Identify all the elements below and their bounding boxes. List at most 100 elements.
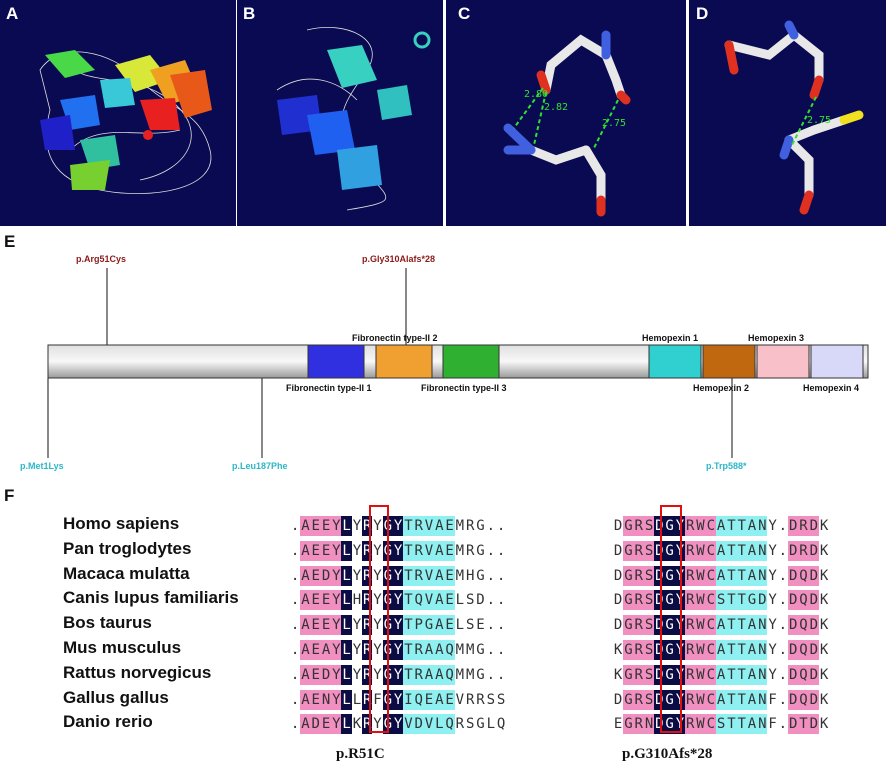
residue: F — [767, 689, 778, 710]
residue: D — [613, 565, 624, 586]
residue: A — [434, 689, 445, 710]
residue: . — [290, 664, 301, 685]
residue: S — [485, 689, 496, 710]
residue: R — [413, 516, 424, 536]
residue: I — [403, 689, 414, 710]
residue: L — [341, 590, 352, 611]
residue: D — [788, 714, 799, 735]
residue: T — [403, 664, 414, 685]
residue: E — [320, 590, 332, 611]
residue: S — [465, 615, 476, 636]
residue: R — [465, 540, 476, 561]
domain-label: Fibronectin type-II 3 — [421, 383, 507, 393]
residue: D — [320, 565, 332, 586]
residue: G — [664, 640, 675, 660]
residue: L — [341, 664, 352, 685]
residue: R — [685, 640, 696, 660]
residue: N — [757, 516, 768, 536]
residue: A — [715, 516, 727, 536]
residue: Y — [392, 565, 404, 586]
residue: N — [757, 714, 768, 735]
residue: D — [654, 689, 665, 710]
distance-label: 2.80 — [524, 89, 548, 100]
mutant-ribbon-model — [276, 27, 431, 211]
panel-label-c: C — [458, 4, 471, 23]
residue: R — [454, 714, 466, 735]
residue: E — [320, 540, 332, 561]
residue: D — [613, 516, 624, 536]
residue: D — [808, 714, 819, 735]
residue: T — [736, 615, 747, 636]
residue: . — [495, 664, 507, 685]
residue: . — [495, 640, 507, 660]
residue: Y — [372, 540, 383, 561]
residue: A — [715, 664, 727, 685]
residue: . — [290, 565, 301, 586]
residue: K — [613, 664, 624, 685]
residue: Y — [674, 565, 686, 586]
residue: A — [434, 540, 445, 561]
species-name: Canis lupus familiaris — [63, 588, 239, 608]
residue: A — [715, 540, 727, 561]
residue: R — [413, 640, 424, 660]
residue: L — [341, 565, 352, 586]
residue: Y — [351, 615, 363, 636]
residue: V — [423, 565, 435, 586]
residue: K — [818, 615, 830, 636]
residue: D — [320, 664, 332, 685]
residue: Y — [372, 714, 383, 735]
residue: Y — [392, 714, 404, 735]
distance-label: 2.82 — [544, 102, 568, 113]
residue: S — [643, 540, 655, 561]
residue: . — [290, 540, 301, 561]
residue: D — [654, 615, 665, 636]
residue: S — [643, 689, 655, 710]
residue: T — [726, 664, 737, 685]
residue: W — [695, 714, 706, 735]
residue: D — [788, 664, 799, 685]
residue: D — [654, 590, 665, 611]
residue: G — [623, 615, 634, 636]
residue: W — [695, 540, 706, 561]
residue: C — [705, 689, 716, 710]
residue: . — [495, 540, 507, 561]
residue: G — [664, 590, 675, 611]
residue: L — [341, 714, 352, 735]
species-name: Bos taurus — [63, 613, 152, 633]
residue: M — [454, 565, 466, 586]
structure-panel-d: 2.75 — [689, 0, 886, 226]
residue: G — [664, 615, 675, 636]
residue: A — [746, 640, 758, 660]
residue: Y — [674, 714, 686, 735]
residue: G — [664, 689, 675, 710]
residue: Y — [767, 516, 778, 536]
residue: A — [423, 640, 435, 660]
residue: E — [320, 714, 332, 735]
residue: E — [475, 615, 486, 636]
residue: R — [633, 689, 644, 710]
residue: R — [633, 640, 644, 660]
residue: E — [444, 590, 455, 611]
residue: . — [485, 615, 496, 636]
residue: Y — [767, 590, 778, 611]
residue: R — [633, 565, 644, 586]
residue: G — [623, 640, 634, 660]
residue: D — [808, 590, 819, 611]
residue: . — [777, 516, 789, 536]
residue: F — [372, 689, 383, 710]
residue: Y — [331, 689, 342, 710]
residue: Y — [767, 664, 778, 685]
residue: N — [757, 540, 768, 561]
residue: L — [341, 516, 352, 536]
residue: K — [818, 664, 830, 685]
residue: R — [798, 540, 809, 561]
residue: T — [736, 689, 747, 710]
residue: V — [454, 689, 466, 710]
residue: V — [423, 590, 435, 611]
residue: R — [413, 565, 424, 586]
species-name: Pan troglodytes — [63, 538, 192, 558]
residue: C — [705, 664, 716, 685]
residue: Y — [372, 565, 383, 586]
domain-block — [442, 344, 500, 379]
